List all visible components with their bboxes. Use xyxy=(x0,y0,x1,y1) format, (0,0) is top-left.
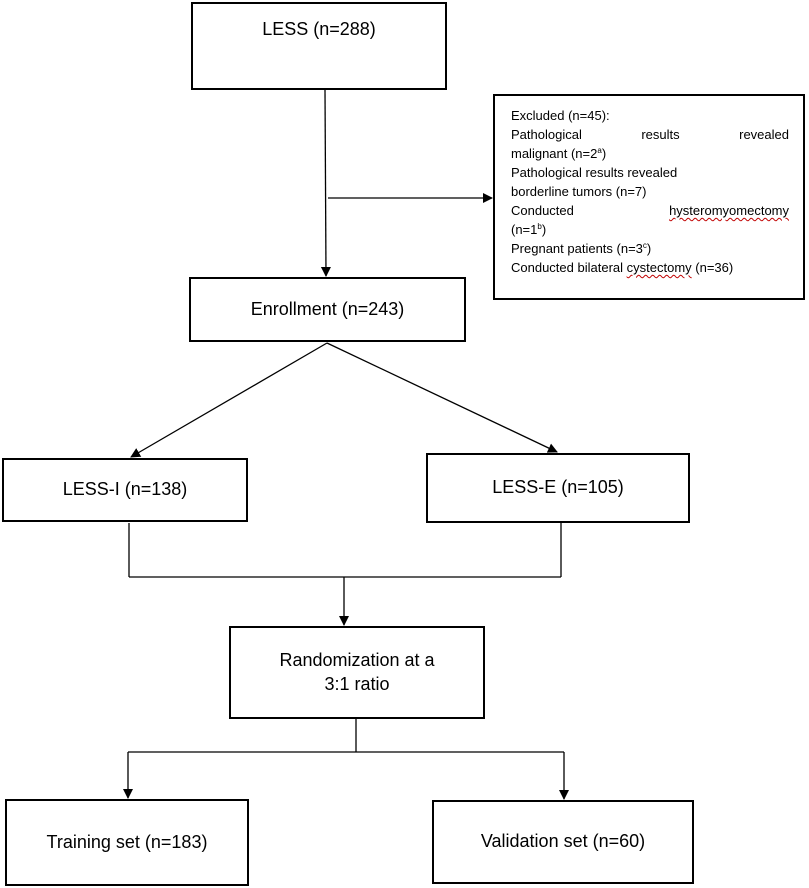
less-i-box: LESS-I (n=138) xyxy=(2,458,248,522)
validation-set-box: Validation set (n=60) xyxy=(432,800,694,884)
excluded-malignant-line1: Pathological results revealed xyxy=(511,127,789,142)
less-box: LESS (n=288) xyxy=(191,2,447,90)
excluded-borderline-line2: borderline tumors (n=7) xyxy=(511,184,647,199)
excluded-pregnant: Pregnant patients (n=3c) xyxy=(511,241,652,256)
arrow-less-to-enrollment xyxy=(320,89,331,277)
randomization-line2: 3:1 ratio xyxy=(324,673,390,694)
excluded-borderline-line1: Pathological results revealed xyxy=(511,165,678,180)
enrollment-label: Enrollment (n=243) xyxy=(250,298,405,319)
training-set-box: Training set (n=183) xyxy=(5,799,249,886)
excluded-hystero-line2: (n=1b) xyxy=(511,222,547,237)
randomization-line1: Randomization at a xyxy=(279,650,435,671)
excluded-box: Excluded (n=45): Pathological results re… xyxy=(493,94,805,300)
excluded-bilateral: Conducted bilateral cystectomy (n=36) xyxy=(511,260,734,275)
excluded-title: Excluded (n=45): xyxy=(511,108,610,123)
less-label: LESS (n=288) xyxy=(262,19,376,39)
validation-set-label: Validation set (n=60) xyxy=(480,831,646,852)
arrow-enrollment-to-less-i xyxy=(130,342,328,458)
spellcheck-hysteromyomectomy: hysteromyomectomy xyxy=(669,203,789,218)
arrow-enrollment-to-less-e xyxy=(326,342,558,453)
spellcheck-cystectomy: cystectomy xyxy=(626,260,692,275)
enrollment-box: Enrollment (n=243) xyxy=(189,277,466,342)
training-set-label: Training set (n=183) xyxy=(46,831,208,852)
less-i-label: LESS-I (n=138) xyxy=(62,479,188,500)
less-e-box: LESS-E (n=105) xyxy=(426,453,690,523)
excluded-hystero-line1: Conducted hysteromyomectomy xyxy=(511,203,789,218)
less-e-label: LESS-E (n=105) xyxy=(492,477,624,498)
excluded-malignant-line2: malignant (n=2a) xyxy=(511,146,607,161)
randomization-box: Randomization at a 3:1 ratio xyxy=(229,626,485,719)
